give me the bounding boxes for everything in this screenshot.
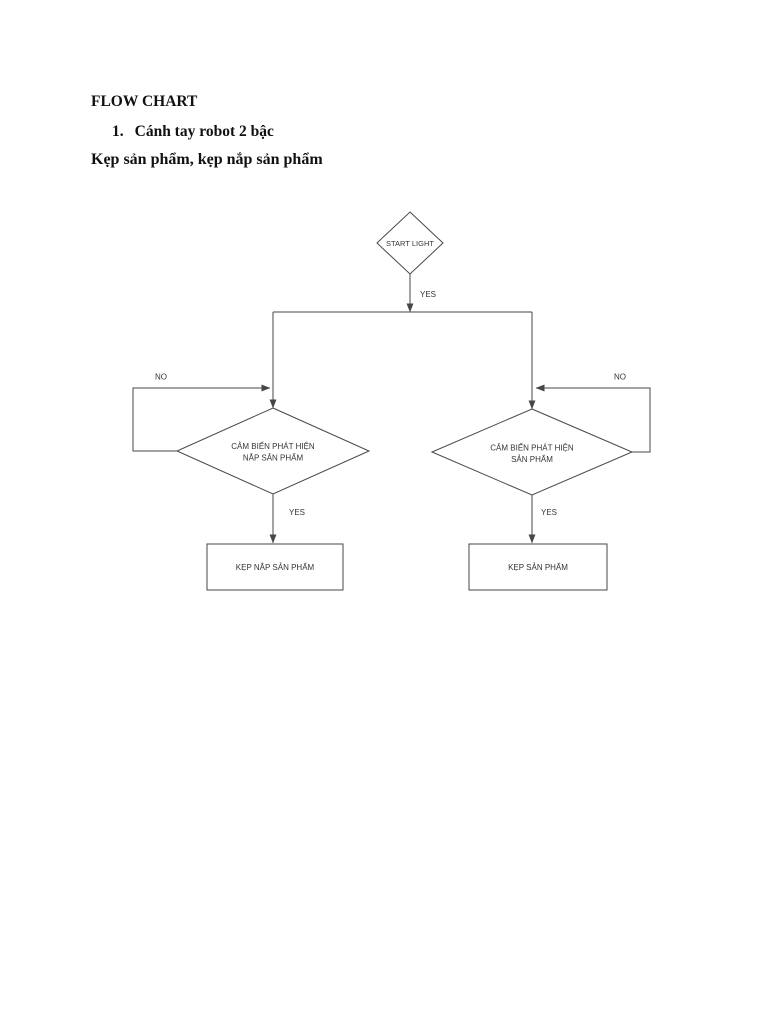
decision-node-left: CẢM BIẾN PHÁT HIỆN NẮP SẢN PHẨM	[175, 407, 371, 495]
decision-right-line2: SẢN PHẨM	[511, 455, 553, 464]
edge-label-left-no: NO	[155, 373, 167, 382]
left-process-rect	[206, 543, 344, 591]
edge-label-right-no: NO	[614, 373, 626, 382]
process-right-label: KẸP SẢN PHẨM	[508, 563, 568, 572]
decision-node-right: CẢM BIẾN PHÁT HIỆN SẢN PHẨM	[430, 408, 634, 496]
process-node-left: KẸP NẮP SẢN PHẨM	[206, 543, 344, 591]
flow-edge-labels: YES NO NO YES YES	[155, 290, 626, 517]
left-diamond-shape	[175, 407, 371, 495]
start-diamond-shape	[376, 211, 444, 275]
right-diamond-shape	[430, 408, 634, 496]
edge-label-start-yes: YES	[420, 290, 436, 299]
flow-connectors	[132, 274, 651, 544]
decision-left-line2: NẮP SẢN PHẨM	[243, 454, 304, 463]
edge-label-right-yes: YES	[541, 508, 557, 517]
edge-left-no-loop	[132, 384, 271, 452]
start-node-label: START LIGHT	[386, 239, 434, 248]
document-subtitle: Kẹp sản phẩm, kẹp nắp sản phẩm	[91, 151, 323, 168]
decision-left-line1: CẢM BIẾN PHÁT HIỆN	[231, 441, 315, 451]
list-item-number: 1.	[112, 123, 124, 140]
process-node-right: KẸP SẢN PHẨM	[468, 543, 608, 591]
list-item-1: 1. Cánh tay robot 2 bậc	[112, 123, 274, 141]
page-title: FLOW CHART	[91, 93, 198, 110]
edge-label-left-yes: YES	[289, 508, 305, 517]
decision-right-line1: CẢM BIẾN PHÁT HIỆN	[490, 443, 574, 453]
list-item-text: Cánh tay robot 2 bậc	[134, 123, 274, 140]
process-left-label: KẸP NẮP SẢN PHẨM	[236, 563, 315, 572]
right-process-rect	[468, 543, 608, 591]
edge-right-no-loop	[535, 384, 651, 453]
start-node: START LIGHT	[376, 211, 444, 275]
